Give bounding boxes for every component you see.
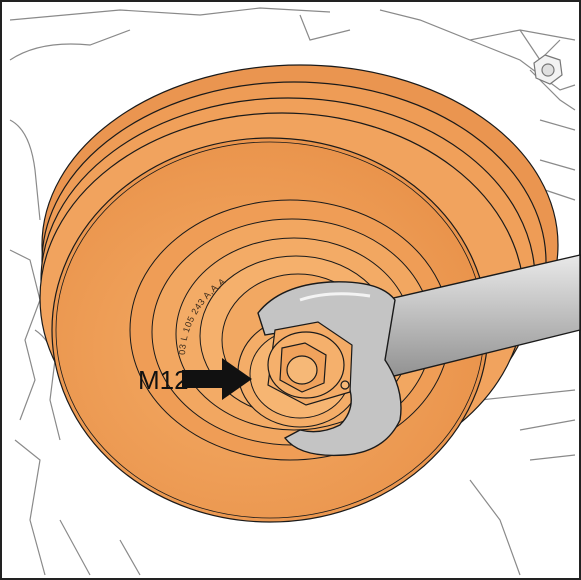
m12-bolt [267,321,353,406]
callout-arrow-icon [182,358,252,400]
callout-label: M12 [138,365,189,395]
engine-bolt-icon [533,54,563,85]
